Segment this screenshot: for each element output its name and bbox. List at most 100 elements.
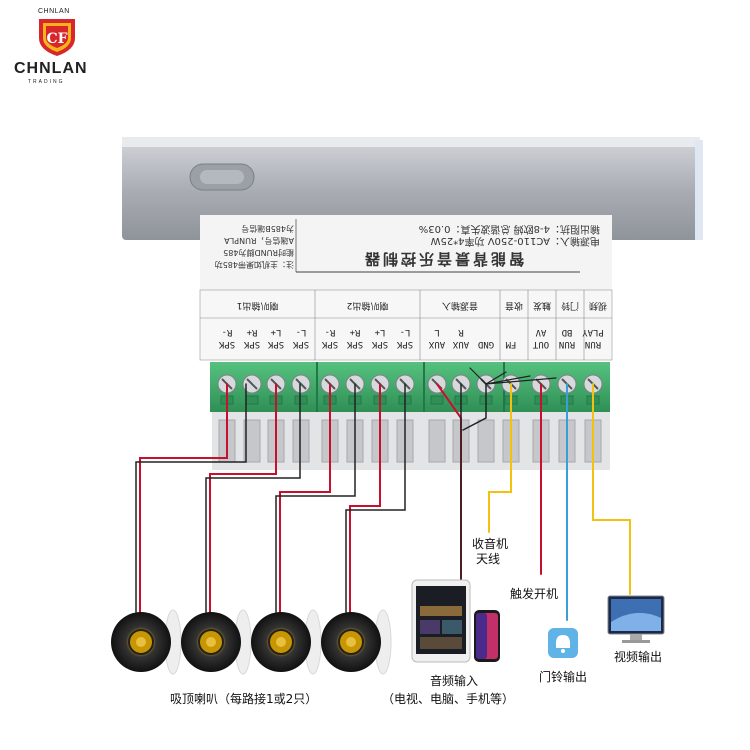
terminal-pin-label: SPK L-: [289, 320, 313, 358]
terminal-pin-label: SPK L-: [393, 320, 417, 358]
wire: [485, 371, 507, 385]
pin-top-label: L+: [270, 327, 282, 337]
audio-input-label: 音频输入: [430, 674, 479, 688]
pin-bottom-label: RUN: [558, 339, 576, 349]
brand-sub: TRADING: [28, 79, 65, 85]
radio-antenna-label-1: 收音机: [472, 537, 509, 551]
trigger-power-label: 触发开机: [510, 587, 559, 601]
doorbell-icon: [548, 628, 578, 658]
ceiling-speakers: [111, 609, 392, 675]
wire: [469, 367, 487, 385]
terminal-screw: [291, 374, 311, 405]
radio-antenna-label-2: 天线: [476, 552, 501, 566]
pin-bottom-label: SPK: [267, 339, 285, 349]
pin-bottom-label: RUN: [584, 339, 602, 349]
phone-icon: [474, 610, 500, 662]
housing-slot: [428, 419, 446, 463]
housing-slot: [292, 419, 310, 463]
brand-name: CHNLAN: [14, 60, 88, 77]
pin-bottom-label: AUX: [428, 339, 446, 349]
wire: [592, 383, 631, 595]
pin-bottom-label: OUT: [532, 339, 550, 349]
wire: [205, 383, 301, 613]
terminal-pin-label: SPK R+: [343, 320, 367, 358]
terminal-pin-label: FM: [499, 320, 523, 358]
terminal-pin-label: SPK L+: [368, 320, 392, 358]
pin-top-label: BD: [561, 327, 573, 337]
wire: [275, 383, 356, 613]
wire: [139, 383, 228, 613]
terminal-screw: [242, 374, 262, 405]
terminal-group-label: 喇叭输出1: [236, 300, 279, 310]
pin-bottom-label: SPK: [292, 339, 310, 349]
terminal-group-label: 触发: [533, 300, 552, 310]
ceiling-speaker-icon: [321, 609, 392, 675]
wire: [209, 383, 277, 613]
wire: [485, 375, 531, 385]
terminal-group-label: 视频: [589, 300, 608, 310]
pin-top-label: R: [458, 327, 464, 337]
pin-top-label: R+: [349, 327, 361, 337]
pin-bottom-label: AUX: [452, 339, 470, 349]
wire: [349, 383, 381, 613]
wire: [485, 377, 557, 385]
wire: [135, 383, 247, 613]
pin-bottom-label: SPK: [396, 339, 414, 349]
brand-top-text: CHNLAN: [38, 8, 70, 15]
pin-top-label: R-: [324, 327, 336, 337]
video-output-label: 视频输出: [614, 650, 663, 664]
pin-bottom-label: SPK: [321, 339, 339, 349]
panel-note-line: 注：主机如果带485功: [214, 260, 294, 269]
pin-top-label: L+: [374, 327, 386, 337]
terminal-block: [210, 362, 610, 412]
pin-top-label: L-: [399, 327, 411, 337]
terminal-pin-label: SPK R-: [318, 320, 342, 358]
terminal-pin-label: OUT AV: [529, 320, 553, 358]
pin-top-label: L-: [295, 327, 307, 337]
pin-top-label: PLAY: [582, 327, 604, 337]
terminal-group-label: 门铃: [561, 300, 580, 310]
ceiling-speakers-label: 吸顶喇叭（每路接1或2只）: [170, 692, 318, 706]
audio-input-devices-label: （电视、电脑、手机等）: [382, 692, 515, 706]
wiring: [135, 367, 631, 621]
pin-bottom-label: SPK: [243, 339, 261, 349]
terminal-pin-label: AUX L: [425, 320, 449, 358]
wire: [345, 383, 406, 613]
panel-specs: 电源输入：AC110-250V 功率4*25W 输出阻抗：4-8欧姆 总谐波失真…: [300, 222, 600, 246]
terminal-group-label: 喇叭输出2: [346, 300, 389, 310]
pin-bottom-label: SPK: [346, 339, 364, 349]
pin-top-label: L: [434, 327, 440, 337]
logo-letters: CF: [46, 31, 67, 47]
terminal-pin-label: SPK R+: [240, 320, 264, 358]
panel-note-line: A端信号，RUNPLA: [224, 236, 294, 245]
panel-note-line: 为485B端信号: [241, 224, 294, 233]
wire: [462, 383, 487, 431]
pin-bottom-label: SPK: [371, 339, 389, 349]
panel-spec-line: 电源输入：AC110-250V 功率4*25W: [430, 235, 600, 246]
pin-top-label: AV: [535, 327, 547, 337]
ceiling-speaker-icon: [181, 609, 252, 675]
monitor-icon: [607, 595, 665, 643]
device-lower-housing: [212, 412, 610, 470]
terminal-pin-label: AUX R: [449, 320, 473, 358]
doorbell-output-label: 门铃输出: [539, 670, 588, 684]
wire: [488, 383, 512, 533]
terminal-screw: [427, 374, 447, 405]
housing-slot: [477, 419, 495, 463]
housing-slot: [243, 419, 261, 463]
panel-title: 智能背景音乐控制器: [362, 250, 525, 268]
terminal-pin-label: RUN PLAY: [581, 320, 605, 358]
wire: [279, 383, 331, 613]
pin-top-label: R+: [246, 327, 258, 337]
pin-bottom-label: FM: [505, 339, 517, 349]
ceiling-speaker-icon: [251, 609, 322, 675]
terminal-group-label: 音源输入: [442, 300, 479, 310]
terminal-pin-label: SPK L+: [264, 320, 288, 358]
label-panel: [199, 215, 613, 361]
panel-note-line: 能时RUND脚为485: [223, 248, 294, 257]
terminal-pin-label: RUN BD: [555, 320, 579, 358]
panel-note: 注：主机如果带485功 能时RUND脚为485 A端信号，RUNPLA 为485…: [204, 220, 294, 270]
